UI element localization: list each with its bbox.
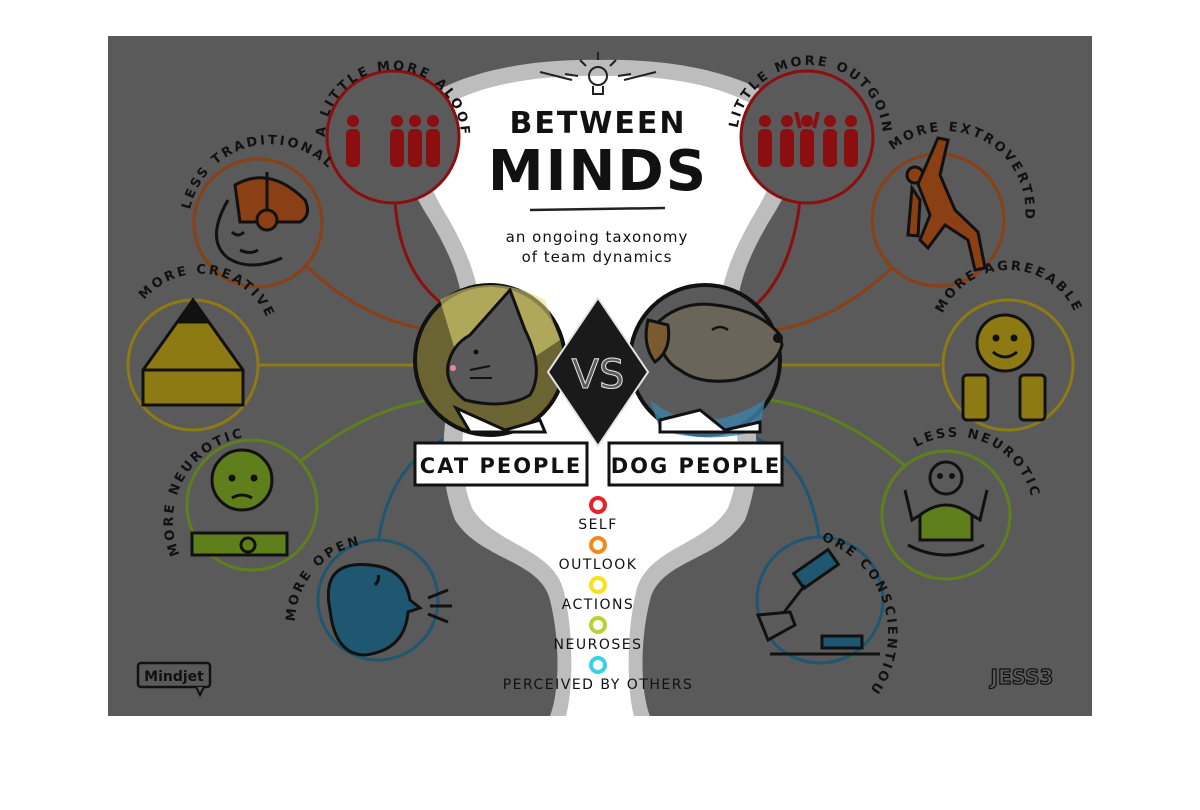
trait-neurotic: MORE NEUROTIC: [162, 426, 319, 572]
legend-dot: [589, 616, 607, 634]
trait-aloof: A LITTLE MORE ALOOF: [314, 59, 470, 205]
legend-dot: [589, 496, 607, 514]
cat-people-label: CAT PEOPLE: [420, 454, 582, 478]
legend-label: OUTLOOK: [559, 557, 638, 573]
legend-dot: [589, 656, 607, 674]
legend-label: ACTIONS: [562, 597, 635, 613]
legend-dot: [589, 576, 607, 594]
dog-people-label-box: DOG PEOPLE: [607, 441, 784, 487]
pencil-icon: [141, 297, 245, 407]
dog-people-label: DOG PEOPLE: [611, 454, 782, 478]
jess3-logo: JESS3: [989, 665, 1054, 689]
meditating-person-icon: [903, 460, 989, 557]
subtitle-line-2: of team dynamics: [522, 248, 673, 266]
trait-less-neurotic: LESS NEUROTIC: [880, 426, 1040, 581]
cheering-people-icon: [758, 111, 858, 167]
gavel-icon: [755, 547, 880, 656]
title-divider: [529, 206, 666, 212]
legend-dot: [589, 536, 607, 554]
title-main: MINDS: [488, 139, 708, 204]
cat-people-label-box: CAT PEOPLE: [413, 441, 589, 487]
legend-label: PERCEIVED BY OTHERS: [503, 677, 694, 693]
worried-face-icon: [190, 448, 289, 557]
mindjet-logo: Mindjet: [136, 661, 212, 698]
smiley-thumbs-up-icon: [961, 313, 1047, 422]
legend: SELF OUTLOOK ACTIONS NEUROSES PERCEIVED BY O…: [503, 496, 694, 693]
dog-portrait: [628, 283, 784, 438]
people-icon: [346, 115, 440, 167]
subtitle-line-1: an ongoing taxonomy: [506, 228, 689, 246]
title-top: BETWEEN: [509, 106, 686, 141]
light-bulb-icon: [539, 52, 657, 95]
cat-head: [446, 287, 538, 406]
legend-label: NEUROSES: [554, 637, 643, 653]
talking-head-icon: [326, 563, 452, 657]
dog-head: [653, 302, 784, 383]
versus-label: VS: [572, 352, 625, 398]
legend-label: SELF: [578, 517, 618, 533]
jumping-person-icon: [905, 136, 987, 272]
cat-portrait: [413, 283, 567, 437]
headphones-face-icon: [215, 172, 310, 267]
trait-open: MORE OPEN: [284, 534, 452, 662]
versus-diamond: VS: [546, 296, 650, 448]
mindjet-logo-text: Mindjet: [144, 669, 204, 685]
